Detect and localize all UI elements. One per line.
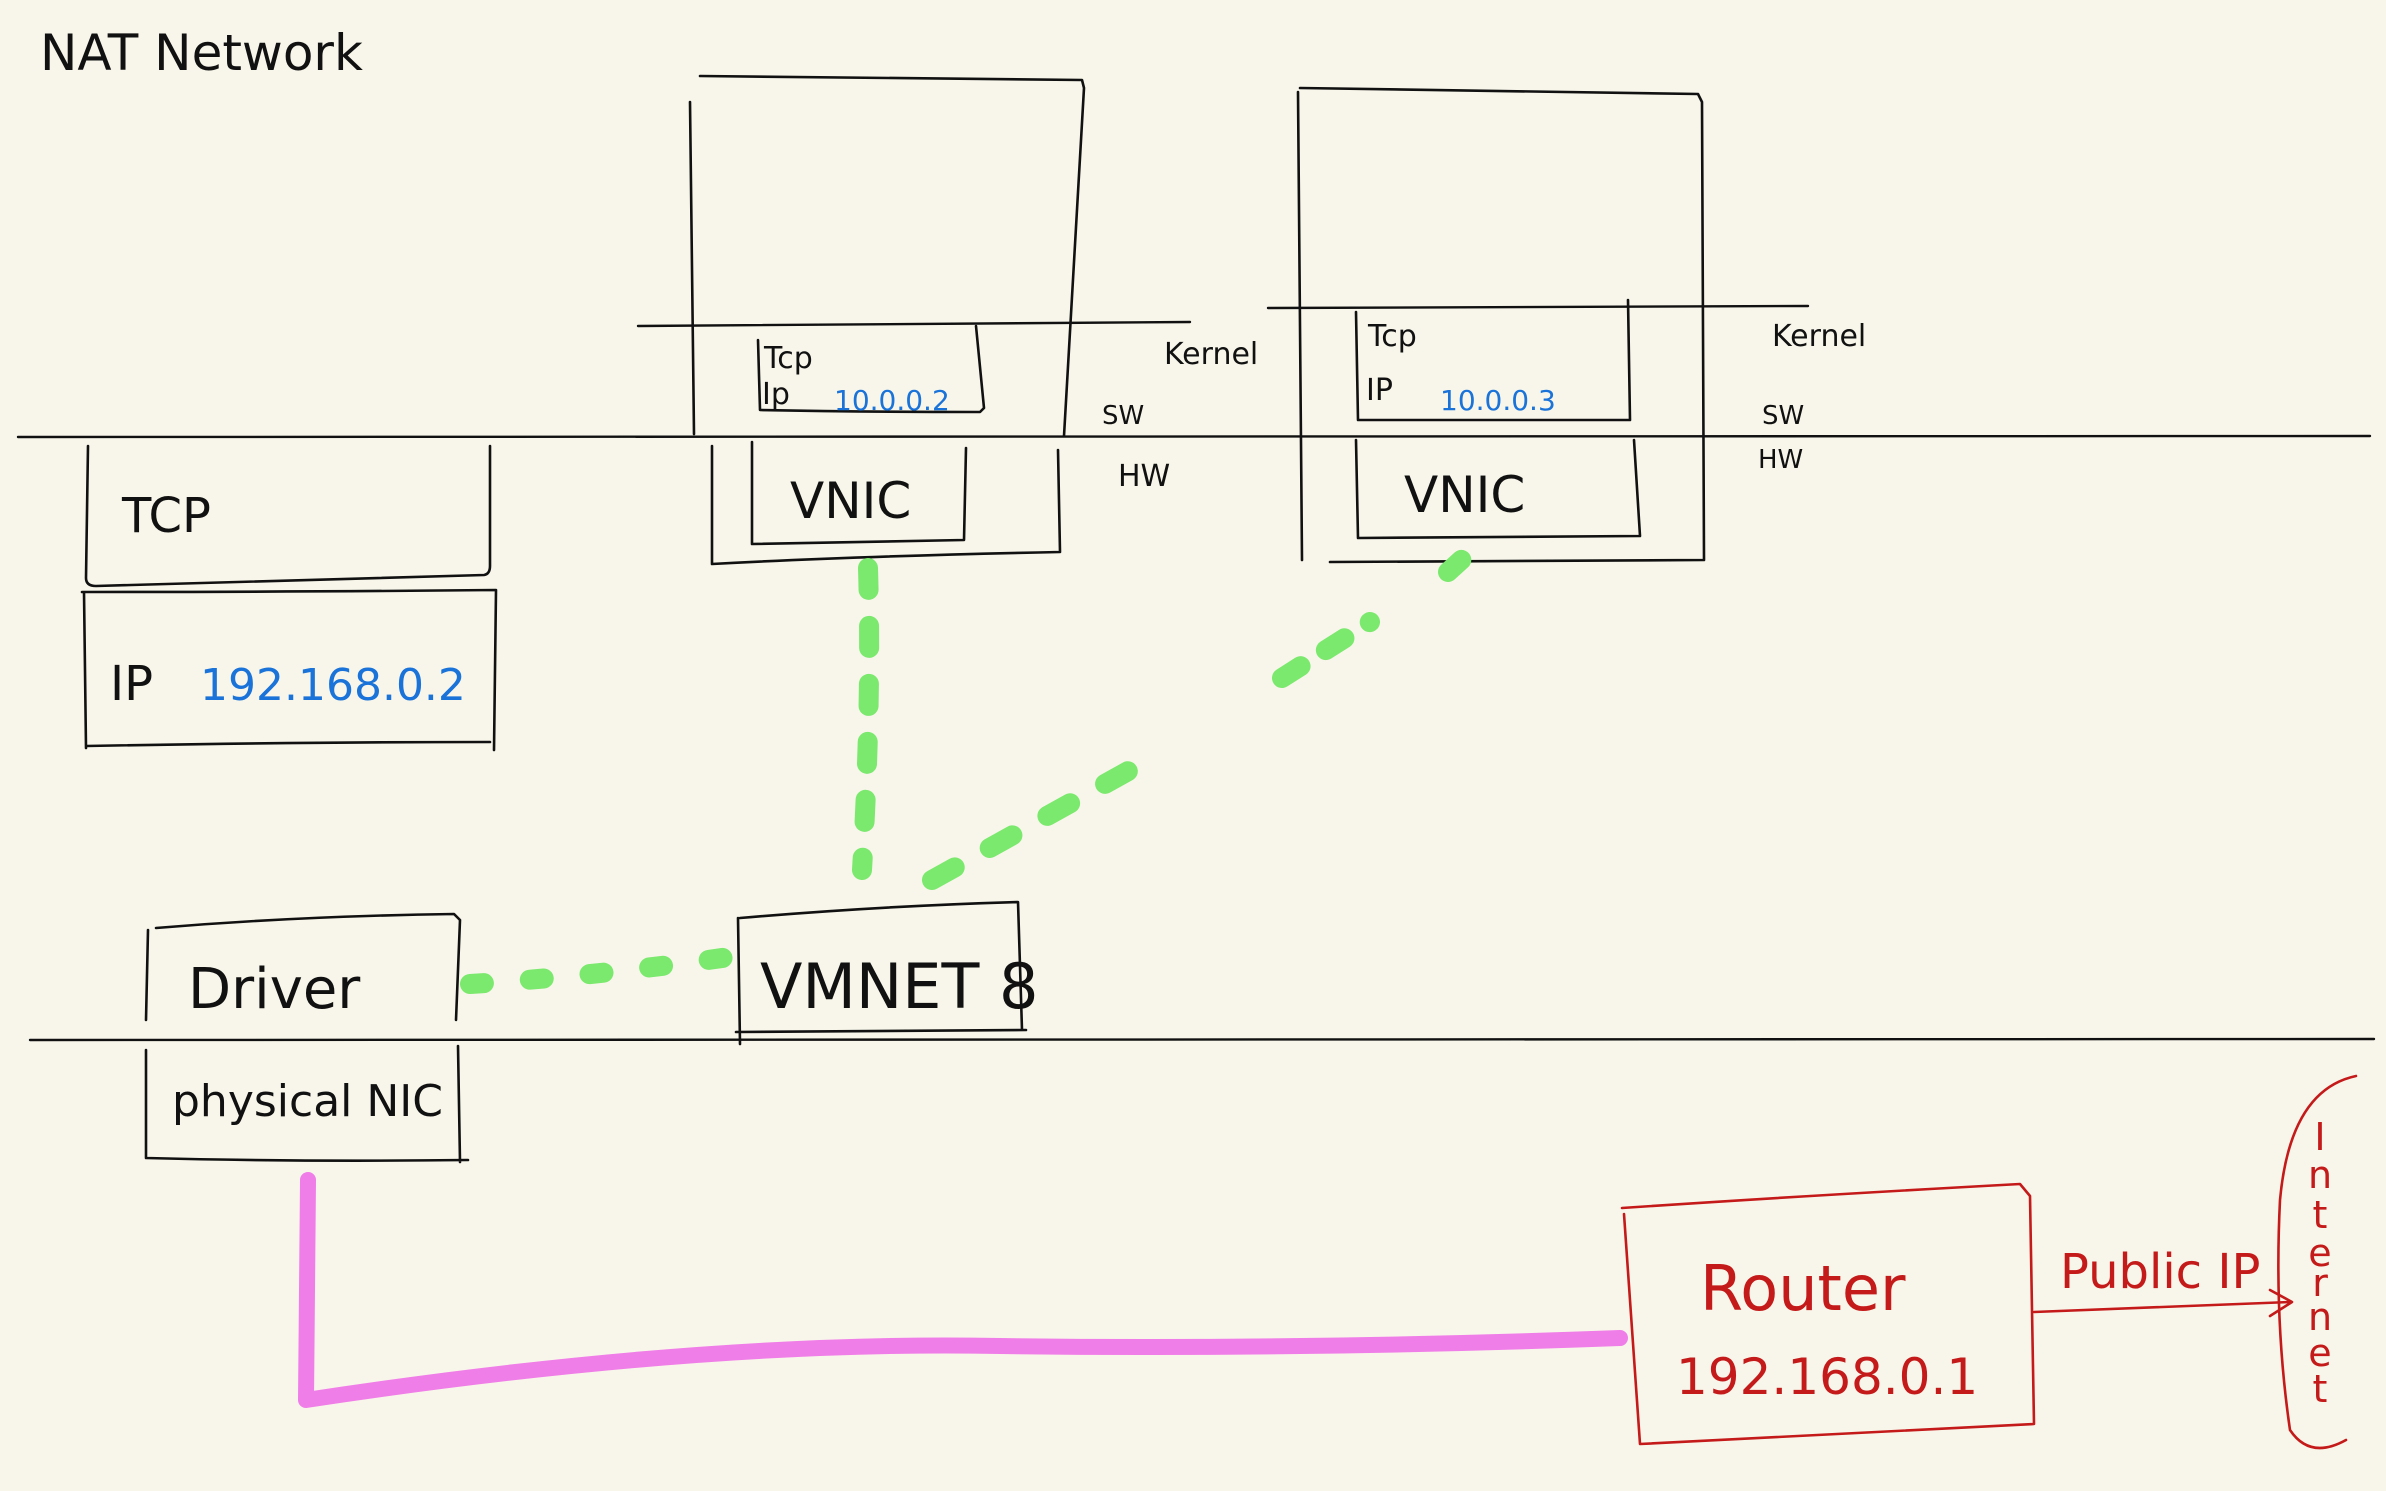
router-label: Router (1700, 1252, 1906, 1325)
vm1-vnic-label: VNIC (790, 472, 911, 530)
vm2-vnic-label: VNIC (1404, 466, 1525, 524)
internet-letter-6: n (2308, 1295, 2332, 1339)
mid-to-vnic2-link-b (1438, 542, 1480, 582)
physical-nic-label: physical NIC (172, 1076, 443, 1127)
host-tcp-label: TCP (121, 488, 211, 544)
host-tcp-box: TCP (84, 444, 492, 588)
mid-to-vnic2-link-a (1272, 612, 1380, 688)
hw-label-1: HW (1118, 459, 1170, 494)
internet-letter-1: I (2314, 1115, 2325, 1159)
hw-label-2: HW (1758, 445, 1803, 475)
driver-label: Driver (188, 957, 361, 1022)
internet-letter-8: t (2313, 1367, 2328, 1411)
sw-label-2: SW (1762, 401, 1804, 431)
sw-hw-divider-bottom (28, 1037, 2376, 1042)
virtual-links (460, 542, 1480, 994)
diagram-title: NAT Network (40, 24, 363, 82)
kernel-label-1: Kernel (1164, 337, 1258, 372)
public-ip-link: Public IP (2032, 1244, 2294, 1318)
router-ip-address: 192.168.0.1 (1676, 1348, 1978, 1406)
host-ip-address: 192.168.0.2 (200, 660, 466, 711)
vm1-box: Tcp Ip 10.0.0.2 VNIC (636, 74, 1192, 566)
vmnet-to-mid-link (922, 760, 1140, 890)
internet-letter-2: n (2308, 1153, 2332, 1197)
vm1-kernel-divider (636, 320, 1192, 328)
internet-letter-3: t (2313, 1193, 2328, 1237)
vmnet8-box: VMNET 8 (734, 900, 1039, 1046)
vm2-ip-label: IP (1366, 373, 1393, 408)
vm2-box: Tcp IP 10.0.0.3 VNIC (1266, 86, 1810, 564)
vm1-tcp-label: Tcp (763, 341, 813, 376)
vnic1-to-vmnet-link (852, 558, 880, 880)
vm2-tcp-label: Tcp (1367, 319, 1417, 354)
driver-box: Driver (144, 912, 462, 1022)
vm1-ip-address: 10.0.0.2 (834, 384, 950, 417)
host-ip-label: IP (110, 656, 153, 712)
vm1-ip-label: Ip (762, 377, 790, 412)
vm2-ip-address: 10.0.0.3 (1440, 384, 1556, 417)
public-ip-label: Public IP (2060, 1244, 2260, 1300)
vmnet8-label: VMNET 8 (760, 950, 1039, 1023)
driver-to-vmnet-link (460, 944, 760, 994)
internet-cloud: I n t e r n e t (2277, 1074, 2358, 1450)
host-ip-box: IP 192.168.0.2 (80, 588, 498, 752)
internet-letter-7: e (2308, 1331, 2331, 1375)
router-box: Router 192.168.0.1 (1620, 1182, 2036, 1446)
sw-hw-divider-top (16, 434, 2372, 439)
physical-link (298, 1172, 1628, 1408)
internet-letter-4: e (2308, 1231, 2331, 1275)
physical-nic-box: physical NIC (144, 1044, 470, 1164)
sw-label-1: SW (1102, 401, 1144, 431)
vm2-kernel-divider (1266, 304, 1810, 310)
kernel-label-2: Kernel (1772, 319, 1866, 354)
internet-letter-5: r (2312, 1261, 2328, 1305)
